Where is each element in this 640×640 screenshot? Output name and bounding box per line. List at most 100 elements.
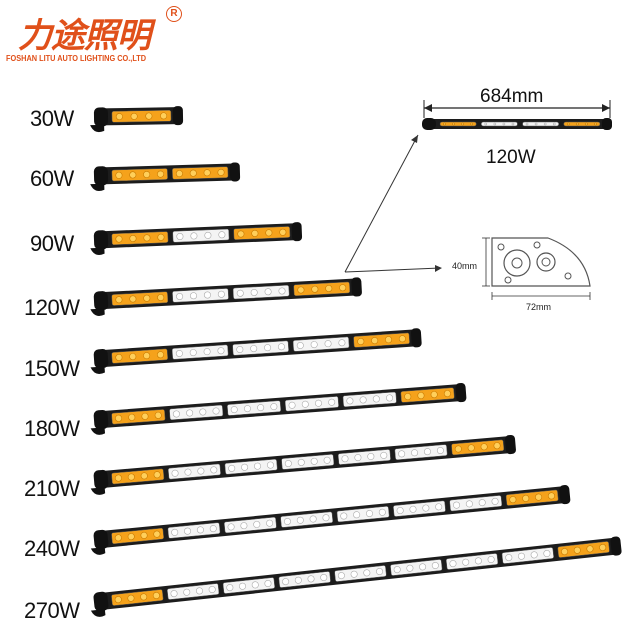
bar-end-cap [602,118,612,130]
bar-end-cap [172,106,184,126]
led-lens [297,458,305,466]
amber-led-segment [111,527,164,544]
led-lens [279,228,287,236]
led-lens [543,122,547,126]
led-lens [535,493,543,501]
amber-led-segment [111,468,165,485]
led-lens [509,496,517,504]
amber-led-segment [111,231,169,245]
mounting-bracket [90,247,105,255]
bar-end-cap [93,591,109,612]
led-lens [236,289,244,297]
led-lens [478,499,486,507]
led-lens [143,294,151,302]
light-bar-240W [90,485,571,555]
light-bar-270W [90,536,622,617]
led-lens [217,168,225,176]
led-lens [265,229,273,237]
led-lens [217,347,225,355]
bar-end-cap [93,107,109,127]
led-lens [203,348,211,356]
wattage-label: 150W [24,356,80,381]
led-lens [199,408,207,416]
led-lens [190,232,198,240]
led-lens [129,171,137,179]
led-lens [114,534,122,542]
led-lens [140,593,148,601]
amber-led-segment [505,489,559,506]
led-lens [253,520,261,528]
led-lens [525,122,529,126]
bar-end-cap [505,434,516,455]
led-lens [254,462,262,470]
logo-chinese-text: 力途照明 [18,16,151,56]
led-lens [419,563,427,571]
led-lens [266,519,274,527]
led-lens [239,582,247,590]
led-lens [264,288,272,296]
amber-led-segment [111,109,172,123]
registered-mark-icon: R [166,6,182,22]
led-lens [338,339,346,347]
length-dimension-label: 684mm [480,86,544,107]
led-lens [184,468,192,476]
led-lens [236,345,244,353]
led-lens [154,411,162,419]
led-lens [241,463,249,471]
led-lens [502,122,506,126]
led-lens [152,592,160,600]
led-lens [230,406,238,414]
led-lens [339,284,347,292]
led-lens [195,587,203,595]
wattage-label: 120W [24,295,80,320]
led-lens [210,466,218,474]
bar-end-cap [351,277,362,297]
led-lens [175,170,183,178]
led-lens [251,229,259,237]
white-led-segment [171,344,229,360]
led-lens [257,404,265,412]
white-led-segment [167,522,221,539]
led-lens [340,512,348,520]
led-lens [296,342,304,350]
led-lens [172,410,180,418]
led-lens [487,555,495,563]
white-led-segment [501,547,554,564]
mounting-bracket [90,547,106,555]
white-led-segment [522,121,559,127]
wattage-label: 240W [24,536,80,561]
led-lens [115,235,123,243]
led-lens [398,450,406,458]
led-lens [307,575,315,583]
callout-arrows [344,134,442,273]
led-lens [573,546,581,554]
brand-logo: 力途照明 R FOSHAN LITU AUTO LIGHTING CO.,LTD [6,2,182,66]
led-lens [204,231,212,239]
led-lens [171,469,179,477]
mounting-bracket [90,487,106,495]
led-lens [474,557,482,565]
led-lens [314,399,322,407]
amber-led-segment [111,168,168,182]
mounting-bracket [90,427,106,435]
led-lens [530,551,538,559]
mounting-bracket [90,124,105,133]
led-lens [341,455,349,463]
light-bar-90W [90,222,303,255]
amber-led-segment [451,439,505,456]
bracket-drawing [482,237,591,300]
arrow-left-icon [424,104,432,112]
led-lens [324,340,332,348]
light-bar-30W [90,106,184,133]
white-led-segment [169,404,224,421]
led-lens [153,530,161,538]
led-lens [157,233,165,241]
led-lens [129,295,137,303]
led-lens [130,112,138,120]
white-led-segment [481,121,518,127]
bar-end-cap [93,230,109,250]
led-lens [406,564,414,572]
led-lens [423,448,431,456]
led-lens [226,584,234,592]
